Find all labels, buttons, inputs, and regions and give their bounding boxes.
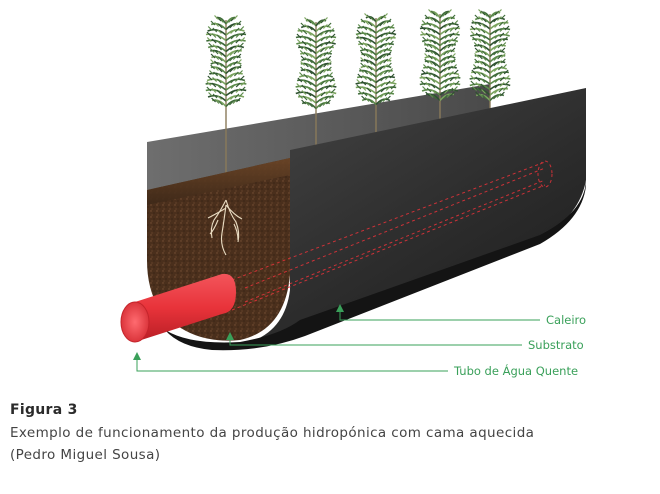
figure-title: Figura 3 [10, 402, 650, 418]
label-tubo-agua-quente: Tubo de Água Quente [453, 363, 578, 378]
label-substrato: Substrato [528, 338, 584, 352]
caption-text: Exemplo de funcionamento da produção hid… [10, 422, 650, 444]
hydroponic-diagram: Caleiro Substrato Tubo de Água Quente [0, 0, 660, 400]
caption-credit: (Pedro Miguel Sousa) [10, 444, 650, 466]
label-caleiro: Caleiro [546, 313, 586, 327]
figure-caption: Figura 3 Exemplo de funcionamento da pro… [10, 402, 650, 466]
